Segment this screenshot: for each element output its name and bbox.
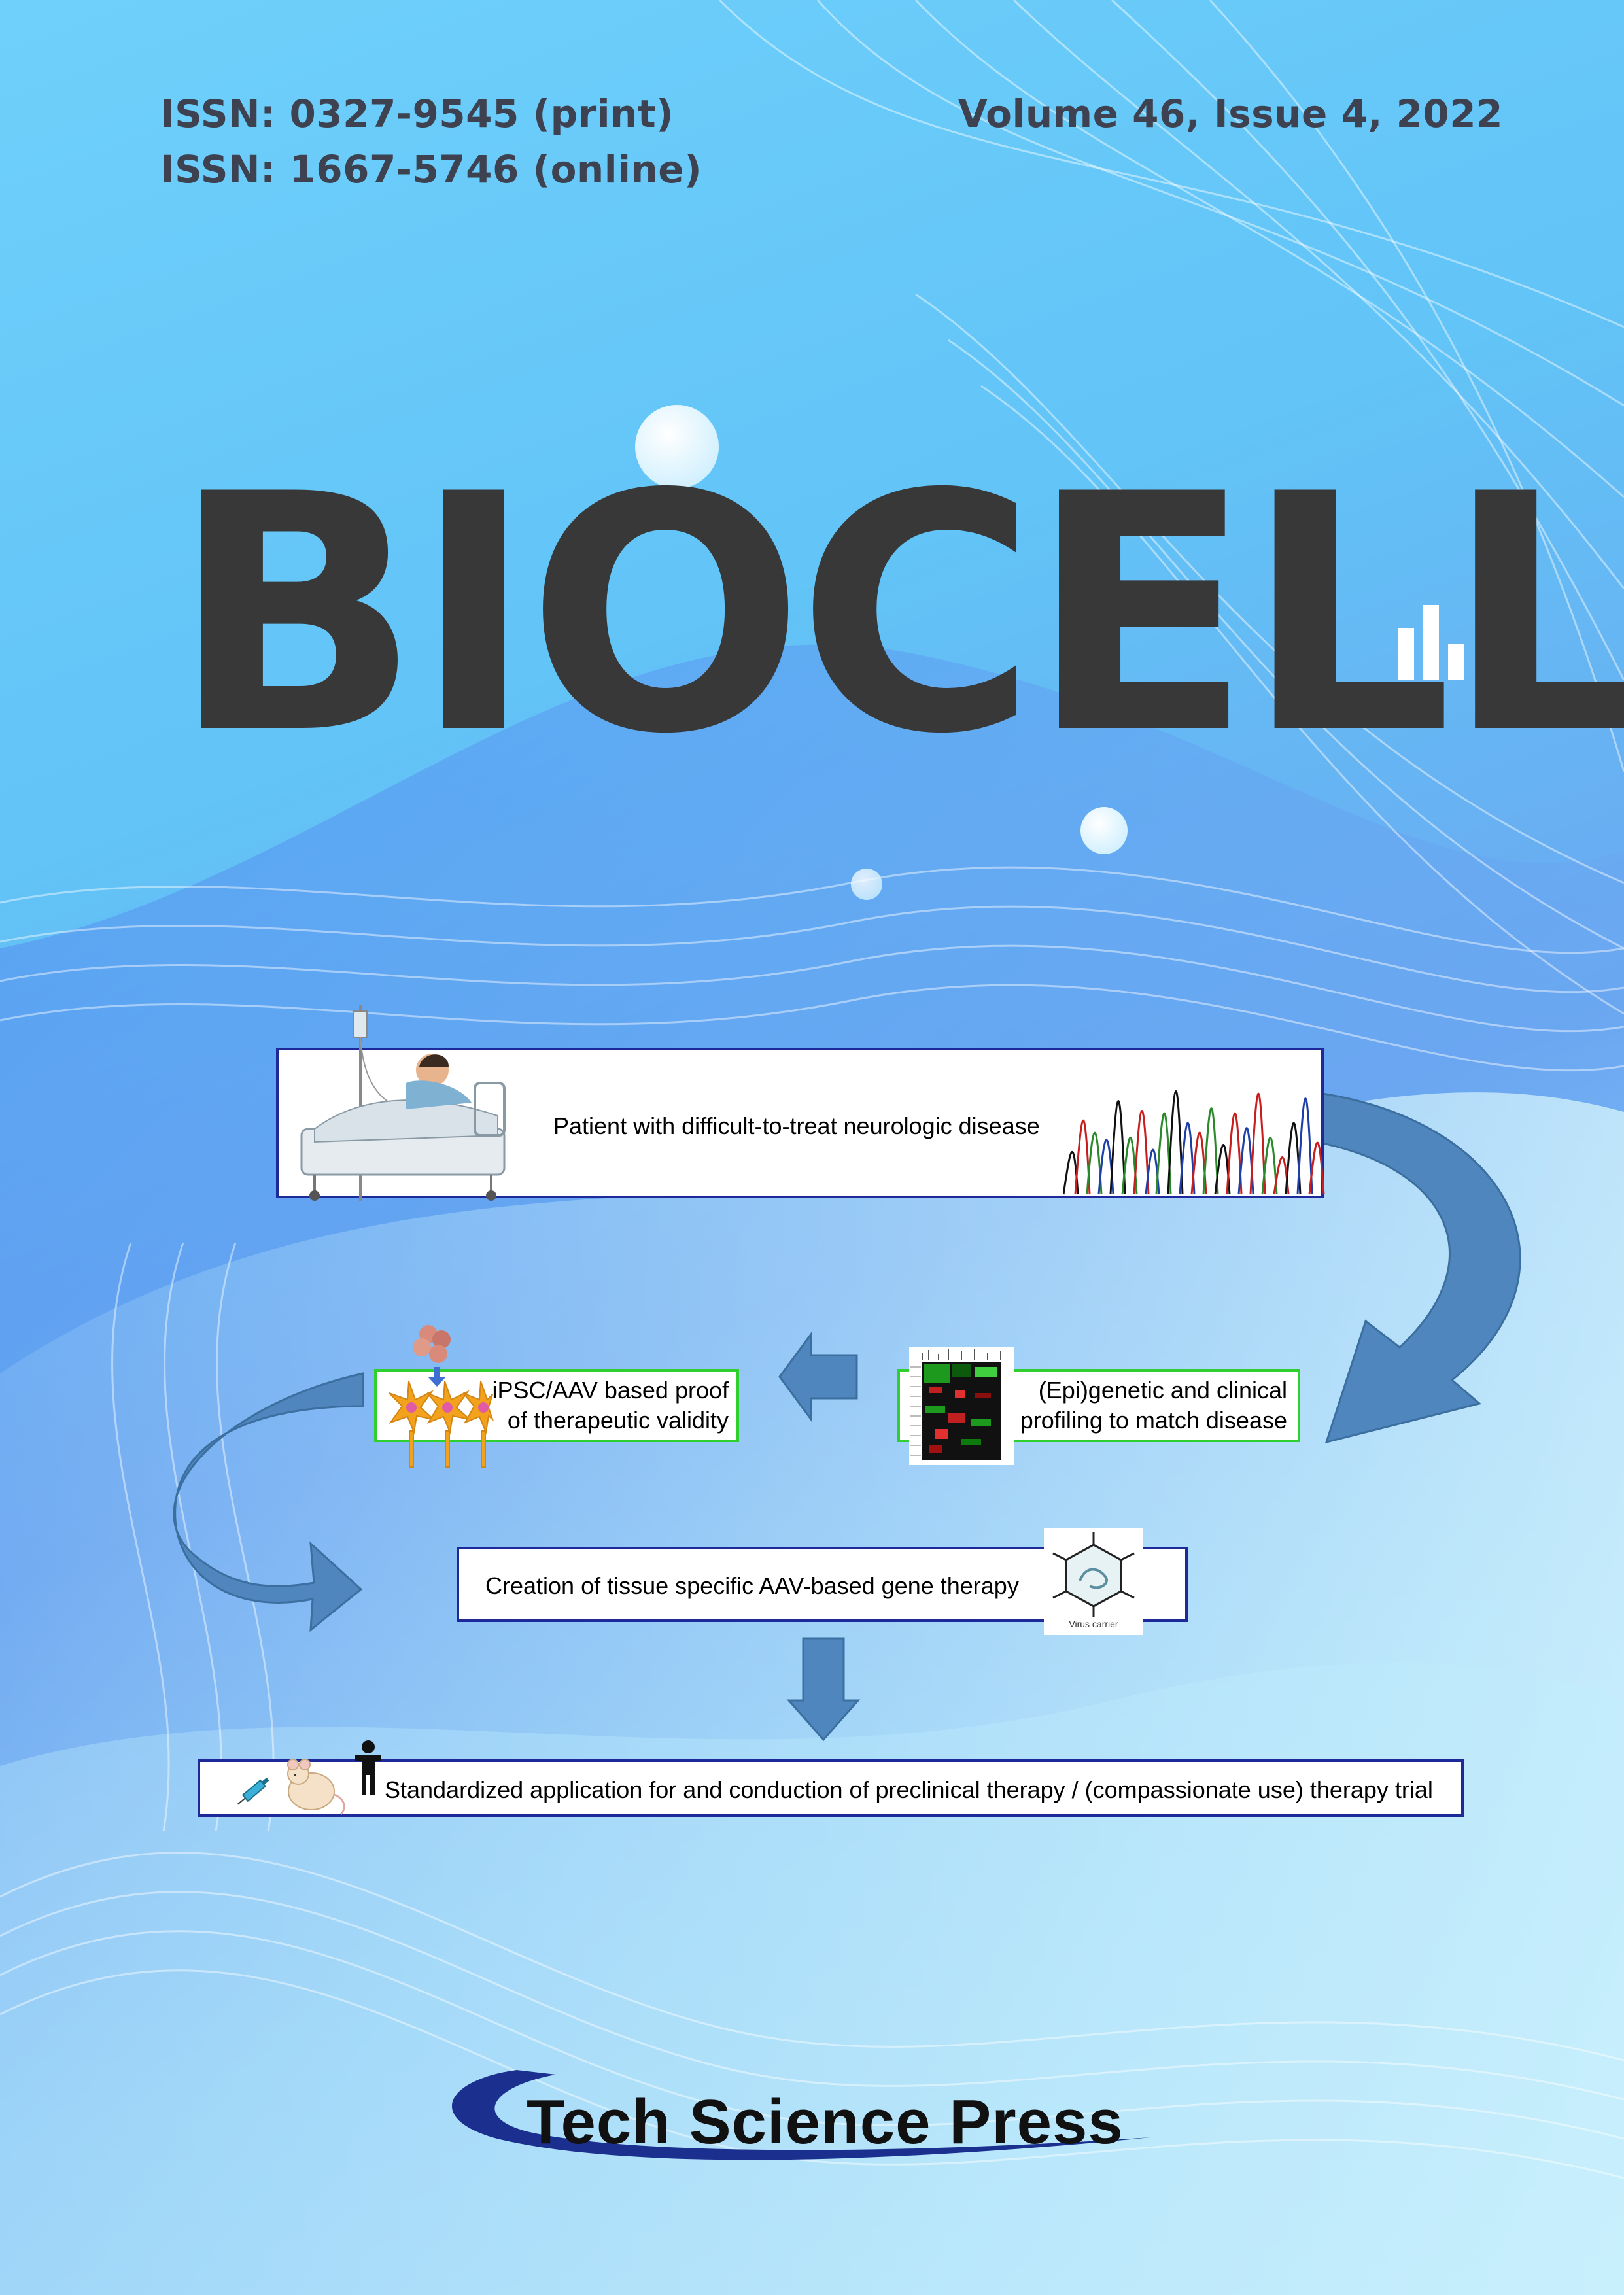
virus-carrier-figure: Virus carrier bbox=[1044, 1528, 1143, 1635]
ipsc-text-line2: of therapeutic validity bbox=[507, 1407, 729, 1434]
issn-online: ISSN: 1667-5746 (online) bbox=[160, 147, 702, 192]
patient-box: Patient with difficult-to-treat neurolog… bbox=[276, 1005, 1325, 1201]
issn-print: ISSN: 0327-9545 (print) bbox=[160, 92, 674, 136]
profiling-text: (Epi)genetic and clinical profiling to m… bbox=[1020, 1375, 1287, 1436]
publisher-swoosh-icon bbox=[451, 2070, 1152, 2160]
volume-issue: Volume 46, Issue 4, 2022 bbox=[958, 92, 1503, 136]
journal-title: BIOCELL bbox=[171, 424, 1624, 805]
publisher-name: Tech Science Press bbox=[527, 2087, 1124, 2157]
creation-text: Creation of tissue specific AAV-based ge… bbox=[485, 1572, 1019, 1599]
bubble-medium bbox=[1080, 807, 1128, 854]
ipsc-text-line1: iPSC/AAV based proof bbox=[492, 1377, 729, 1404]
curved-arrow-right bbox=[1321, 1092, 1521, 1444]
ipsc-text: iPSC/AAV based proof of therapeutic vali… bbox=[492, 1375, 729, 1436]
bubble-small bbox=[851, 869, 882, 900]
person-icon bbox=[355, 1740, 381, 1795]
hospital-bed-icon bbox=[300, 1005, 506, 1201]
dna-chromatogram-icon bbox=[1063, 1090, 1325, 1195]
neuron-cells-icon bbox=[389, 1325, 494, 1468]
arrow-down-to-application bbox=[786, 1637, 861, 1742]
virus-carrier-icon bbox=[1052, 1532, 1135, 1617]
virus-carrier-label: Virus carrier bbox=[1069, 1619, 1118, 1629]
arrow-left-to-ipsc bbox=[778, 1331, 858, 1423]
profiling-text-line1: (Epi)genetic and clinical bbox=[1038, 1377, 1287, 1404]
application-box: Standardized application for and conduct… bbox=[198, 1740, 1464, 1817]
heatmap-icon bbox=[909, 1347, 1014, 1465]
bar-chart-logo-icon bbox=[1398, 605, 1464, 680]
profiling-text-line2: profiling to match disease bbox=[1020, 1407, 1287, 1434]
curved-arrow-left bbox=[173, 1372, 364, 1632]
bubble-large bbox=[635, 405, 719, 489]
patient-text: Patient with difficult-to-treat neurolog… bbox=[553, 1113, 1040, 1139]
application-text: Standardized application for and conduct… bbox=[385, 1776, 1433, 1803]
syringe-icon bbox=[237, 1777, 269, 1805]
mouse-icon bbox=[287, 1759, 345, 1816]
